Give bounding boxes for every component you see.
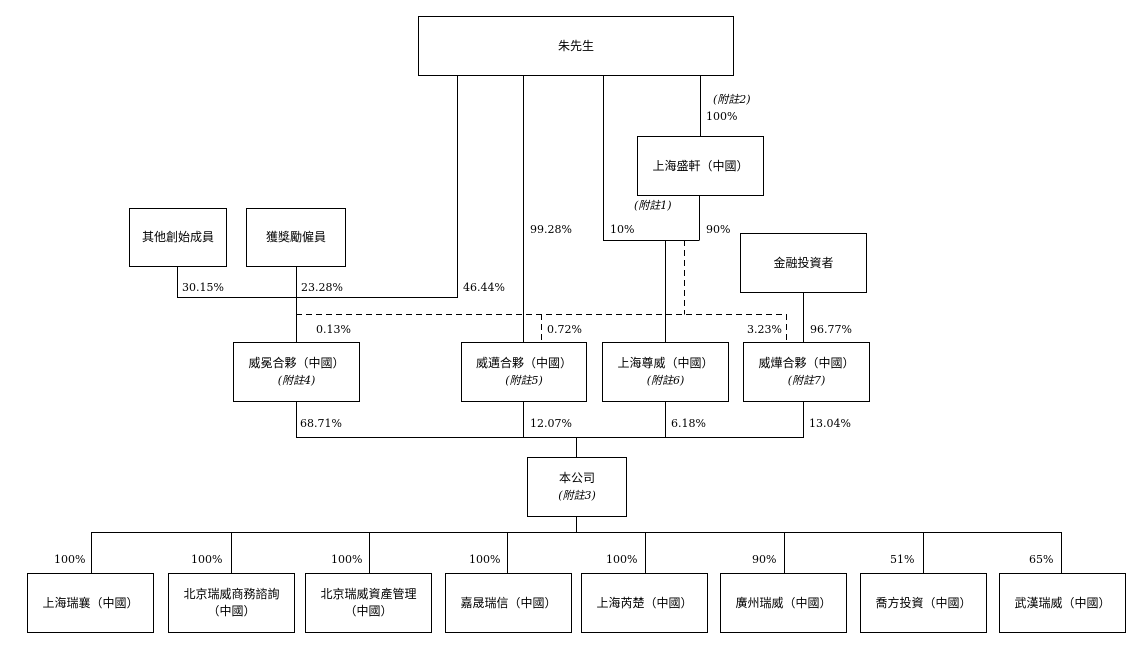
entity-shengxuan-name: 上海盛軒（中國） <box>652 158 749 173</box>
pct-zhu-zunwei: 10% <box>610 223 635 236</box>
pct-sub4: 100% <box>469 553 501 566</box>
entity-zhu: 朱先生 <box>418 16 734 76</box>
subsidiary-8-name: 武漢瑞威（中國） <box>1014 595 1111 610</box>
pct-fin-weihua: 96.77% <box>810 323 852 336</box>
pct-sub2: 100% <box>191 553 223 566</box>
subsidiary-2: 北京瑞威商務諮詢 （中國） <box>168 573 295 633</box>
pct-sub3: 100% <box>331 553 363 566</box>
entity-awardees: 獲獎勵僱員 <box>246 208 346 267</box>
note-label-1: (附註1) <box>634 199 672 212</box>
pct-sub5: 100% <box>606 553 638 566</box>
pct-sub1: 100% <box>54 553 86 566</box>
subsidiary-4: 嘉晟瑞信（中國） <box>445 573 572 633</box>
pct-weimai-company: 12.07% <box>530 417 572 430</box>
entity-weihua-name: 威燁合夥（中國） <box>758 356 855 370</box>
pct-shengxuan-zunwei: 90% <box>706 223 731 236</box>
pct-weimi-company: 68.71% <box>300 417 342 430</box>
entity-weihua-note: (附註7) <box>787 374 826 387</box>
subsidiary-1: 上海瑞襄（中國） <box>27 573 154 633</box>
subsidiary-1-name: 上海瑞襄（中國） <box>42 595 139 610</box>
entity-company-name: 本公司 <box>558 471 595 485</box>
entity-weimi-note: (附註4) <box>277 374 316 387</box>
entity-weimi-name: 威冕合夥（中國） <box>248 356 345 370</box>
subsidiary-8: 武漢瑞威（中國） <box>999 573 1126 633</box>
pct-sub8: 65% <box>1029 553 1054 566</box>
entity-shanghai-zunwei: 上海尊威（中國） (附註6) <box>602 342 729 402</box>
subsidiary-2-name-line2: （中國） <box>207 604 256 618</box>
subsidiary-6-name: 廣州瑞威（中國） <box>735 595 832 610</box>
pct-gp-weimai: 0.72% <box>547 323 582 336</box>
entity-zunwei-name: 上海尊威（中國） <box>617 356 714 370</box>
entity-company-note: (附註3) <box>558 489 596 502</box>
entity-weihua: 威燁合夥（中國） (附註7) <box>743 342 870 402</box>
entity-weimi: 威冕合夥（中國） (附註4) <box>233 342 360 402</box>
entity-weimai-name: 威邁合夥（中國） <box>475 356 572 370</box>
pct-gp-weimi: 0.13% <box>316 323 351 336</box>
subsidiary-3-name: 北京瑞威資產管理 <box>320 587 417 601</box>
pct-zunwei-company: 6.18% <box>671 417 706 430</box>
entity-zhu-name: 朱先生 <box>557 38 594 53</box>
note-label-2: (附註2) <box>713 93 751 106</box>
subsidiary-7: 喬方投資（中國） <box>860 573 987 633</box>
pct-founders-weimi: 30.15% <box>182 281 224 294</box>
subsidiary-3: 北京瑞威資產管理 （中國） <box>305 573 432 633</box>
subsidiary-5: 上海芮楚（中國） <box>581 573 708 633</box>
entity-fin-name: 金融投資者 <box>773 255 834 270</box>
subsidiary-4-name: 嘉晟瑞信（中國） <box>460 595 557 610</box>
subsidiary-5-name: 上海芮楚（中國） <box>596 595 693 610</box>
entity-shanghai-shengxuan: 上海盛軒（中國） <box>637 136 764 196</box>
pct-zhu-weimi: 46.44% <box>463 281 505 294</box>
entity-financial-investors: 金融投資者 <box>740 233 867 293</box>
pct-zhu-shengxuan: 100% <box>706 110 738 123</box>
entity-weimai: 威邁合夥（中國） (附註5) <box>461 342 587 402</box>
subsidiary-3-name-line2: （中國） <box>344 604 393 618</box>
entity-other-founders: 其他創始成員 <box>129 208 227 267</box>
entity-weimai-note: (附註5) <box>505 374 543 387</box>
subsidiary-6: 廣州瑞威（中國） <box>720 573 847 633</box>
subsidiary-2-name: 北京瑞威商務諮詢 <box>183 587 280 601</box>
pct-awardees-weimi: 23.28% <box>301 281 343 294</box>
pct-zhu-weimai: 99.28% <box>530 223 572 236</box>
subsidiary-7-name: 喬方投資（中國） <box>875 595 972 610</box>
pct-sub7: 51% <box>890 553 915 566</box>
pct-sub6: 90% <box>752 553 777 566</box>
entity-awardees-name: 獲獎勵僱員 <box>265 230 326 244</box>
pct-weihua-company: 13.04% <box>809 417 851 430</box>
entity-zunwei-note: (附註6) <box>646 374 685 387</box>
entity-company: 本公司 (附註3) <box>527 457 627 517</box>
pct-gp-weihua: 3.23% <box>747 323 782 336</box>
entity-founders-name: 其他創始成員 <box>141 230 214 244</box>
